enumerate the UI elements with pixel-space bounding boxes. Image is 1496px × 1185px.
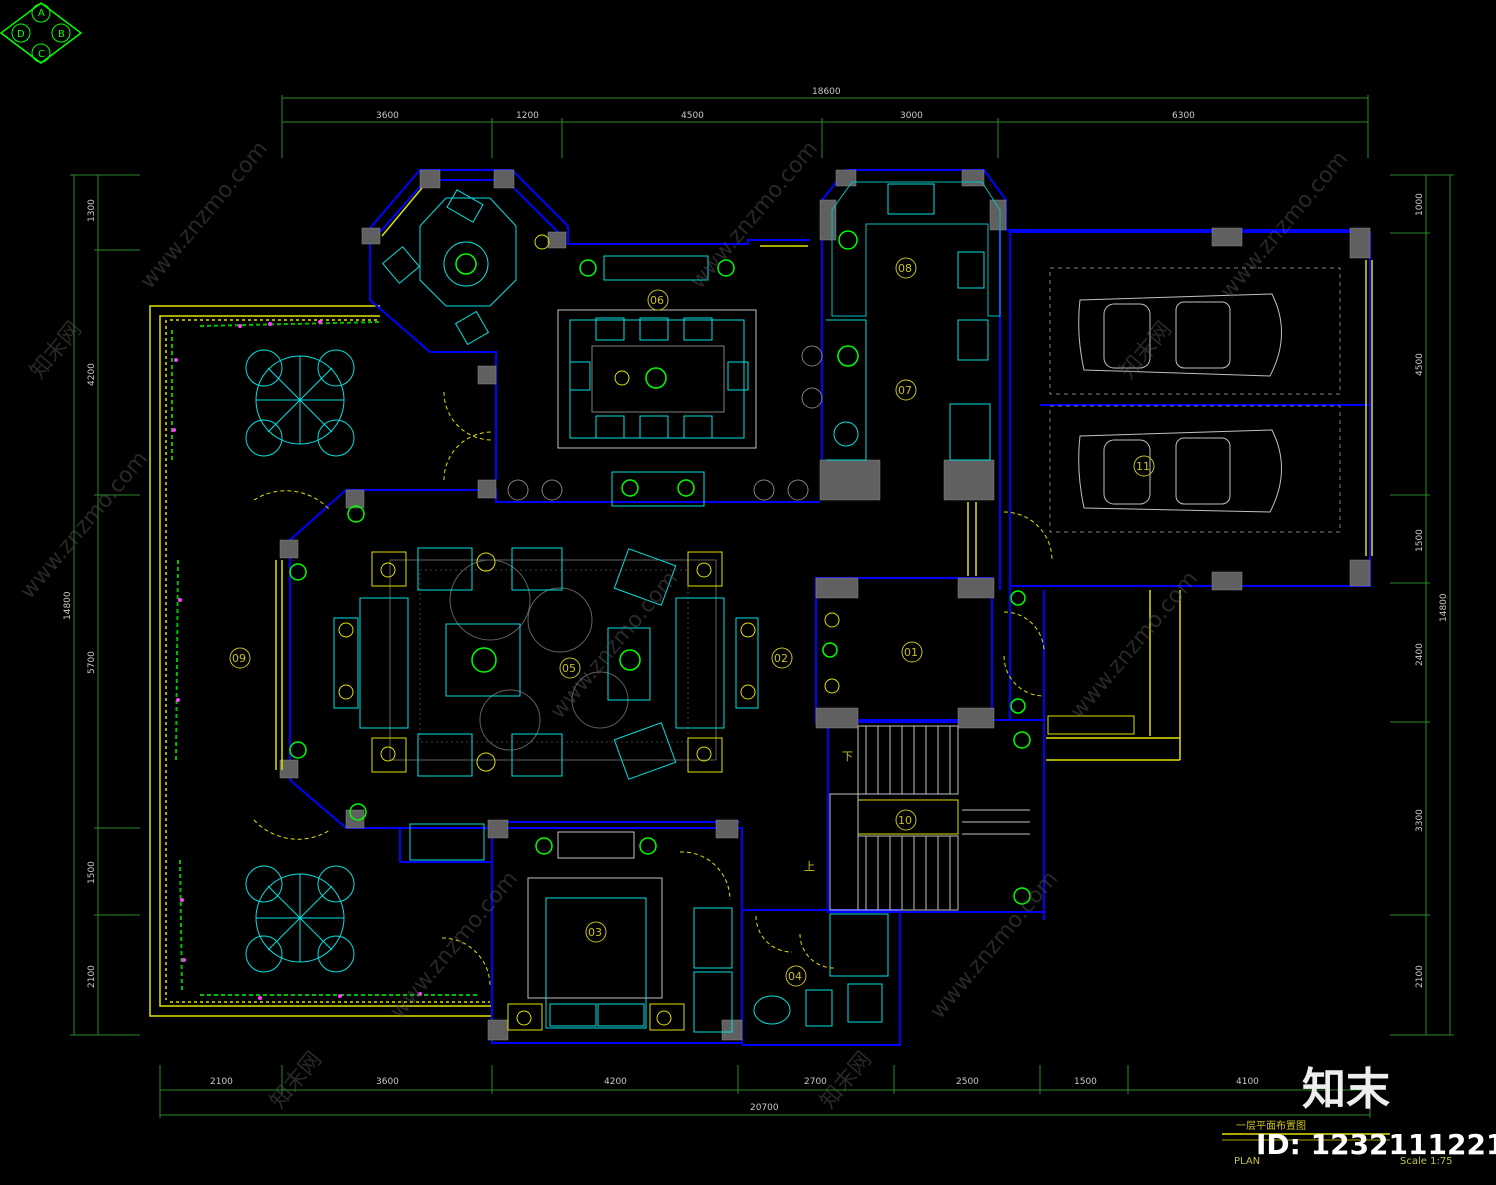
dim-top-2: 1200 xyxy=(516,111,539,121)
watermark-logo: 知末 xyxy=(1302,1064,1390,1115)
terrace-outline xyxy=(149,305,492,1017)
dim-right-3: 1500 xyxy=(1415,529,1425,552)
walls xyxy=(289,169,1371,1046)
watermark-site-6: www.znzmo.com xyxy=(1065,566,1203,723)
dim-left-1: 1300 xyxy=(87,199,97,222)
terrace-umbrella-north xyxy=(245,349,355,457)
dim-top-total: 18600 xyxy=(812,87,841,97)
living-room-furniture xyxy=(333,547,759,780)
compass-letter-a: A xyxy=(38,8,45,19)
room-label-07: 07 xyxy=(898,384,912,397)
compass-letter-b: B xyxy=(58,29,65,40)
garage-cars xyxy=(1049,267,1341,533)
dim-bottom-3: 4200 xyxy=(604,1077,627,1087)
title-block: 一层平面布置图 PLAN Scale 1:75 xyxy=(1222,1120,1453,1167)
stair-up-label: 上 xyxy=(804,860,815,873)
dim-left-2: 4200 xyxy=(87,363,97,386)
dim-bottom-2: 3600 xyxy=(376,1077,399,1087)
watermarks: www.znzmo.com www.znzmo.com www.znzmo.co… xyxy=(15,136,1353,1113)
dim-right-total: 14800 xyxy=(1439,593,1449,622)
dim-left-3: 5700 xyxy=(87,651,97,674)
dim-top-5: 6300 xyxy=(1172,111,1195,121)
watermark-site-8: www.znzmo.com xyxy=(925,866,1063,1023)
watermark-site-4: www.znzmo.com xyxy=(15,446,153,603)
room-label-03: 03 xyxy=(588,926,602,939)
room-labels: 01 02 03 04 05 06 07 08 09 10 11 xyxy=(229,257,1155,987)
stair-down-label: 下 xyxy=(842,750,853,763)
compass-letter-d: D xyxy=(17,29,25,40)
bath-fixtures xyxy=(753,913,889,1027)
dim-bottom-4: 2700 xyxy=(804,1077,827,1087)
round-stools xyxy=(507,345,823,501)
indoor-plants xyxy=(289,230,1031,905)
compass-indicator: A B C D xyxy=(0,2,83,64)
window-lines xyxy=(275,187,1373,770)
drawing-scale-label: Scale 1:75 xyxy=(1400,1156,1453,1167)
terrace-planting xyxy=(171,321,480,996)
watermark-brand-3: 知末网 xyxy=(265,1047,327,1114)
room-label-11: 11 xyxy=(1136,460,1150,473)
dim-bottom-7: 4100 xyxy=(1236,1077,1259,1087)
watermark-site-7: www.znzmo.com xyxy=(385,866,523,1023)
drawing-plan-label: PLAN xyxy=(1234,1156,1260,1167)
watermark-site-3: www.znzmo.com xyxy=(1215,146,1353,303)
dim-bottom-1: 2100 xyxy=(210,1077,233,1087)
east-planter xyxy=(1047,715,1135,735)
dim-bottom-6: 1500 xyxy=(1074,1077,1097,1087)
room-label-01: 01 xyxy=(904,646,918,659)
room-label-09: 09 xyxy=(232,652,246,665)
compass-letter-c: C xyxy=(38,49,45,60)
terrace-flowers xyxy=(172,320,422,1000)
room-label-08: 08 xyxy=(898,262,912,275)
door-swings xyxy=(253,391,1053,987)
dim-top-1: 3600 xyxy=(376,111,399,121)
stair xyxy=(829,725,1030,911)
lamps xyxy=(338,234,840,1026)
watermark-brand-2: 知末网 xyxy=(1115,317,1177,384)
room-label-02: 02 xyxy=(774,652,788,665)
dim-left-4: 1500 xyxy=(87,861,97,884)
dim-left-5: 2100 xyxy=(87,965,97,988)
dim-top-3: 4500 xyxy=(681,111,704,121)
dim-right-4: 2400 xyxy=(1415,643,1425,666)
dimension-texts: 18600 3600 1200 4500 3000 6300 20700 210… xyxy=(63,87,1449,1113)
dim-right-6: 2100 xyxy=(1415,965,1425,988)
dim-right-5: 3300 xyxy=(1415,809,1425,832)
bay-seating xyxy=(381,189,517,346)
bedroom-furniture xyxy=(409,823,733,1033)
room-label-06: 06 xyxy=(650,294,664,307)
dim-right-2: 4500 xyxy=(1415,353,1425,376)
kitchen-cabinets xyxy=(826,181,1001,461)
terrace-umbrella-south xyxy=(245,865,355,973)
room-label-05: 05 xyxy=(562,662,576,675)
wall-hatches xyxy=(279,169,1371,1041)
watermark-brand-1: 知末网 xyxy=(25,317,87,384)
dim-bottom-5: 2500 xyxy=(956,1077,979,1087)
room-label-04: 04 xyxy=(788,970,802,983)
watermark-site-1: www.znzmo.com xyxy=(135,136,273,293)
dim-left-total: 14800 xyxy=(63,591,73,620)
watermark-id: ID: 1232111221 xyxy=(1256,1128,1496,1161)
dimension-lines xyxy=(70,95,1454,1118)
drawing-title-cn: 一层平面布置图 xyxy=(1236,1120,1306,1132)
dim-top-4: 3000 xyxy=(900,111,923,121)
dim-bottom-total: 20700 xyxy=(750,1103,779,1113)
room-label-10: 10 xyxy=(898,814,912,827)
watermark-site-2: www.znzmo.com xyxy=(685,136,823,293)
dim-right-1: 1000 xyxy=(1415,193,1425,216)
